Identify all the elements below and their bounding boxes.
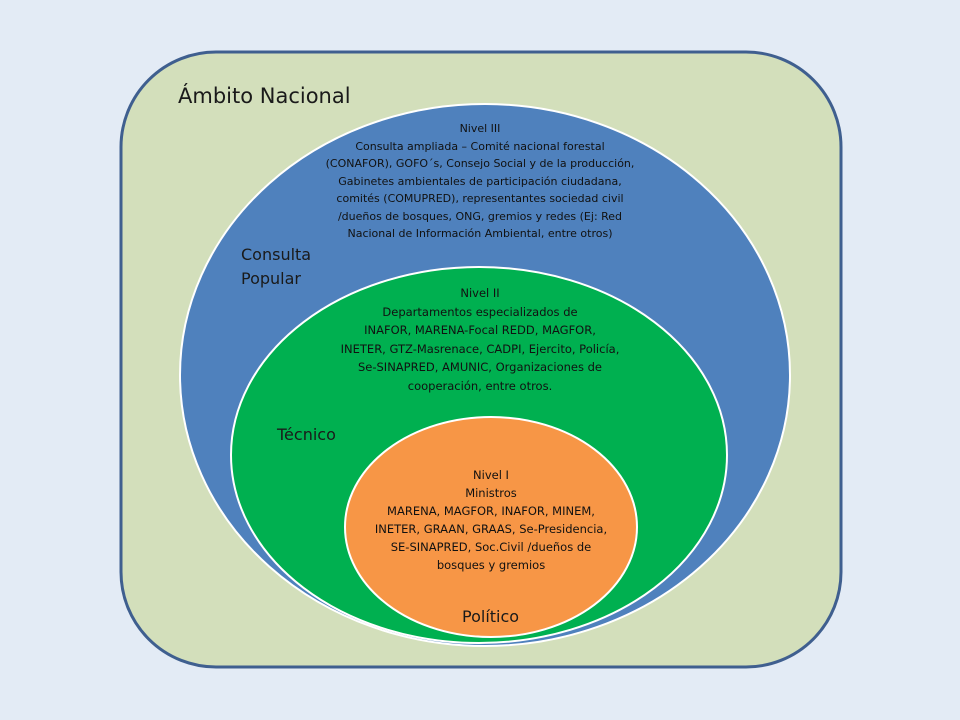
level-1-line: bosques y gremios [436,558,546,572]
level-3-text: Nivel III Consulta ampliada – Comité nac… [280,120,680,243]
popular-consultation-label-line1: Consulta [241,245,312,264]
level-2-text: Nivel II Departamentos especializados de… [300,284,660,395]
national-scope-label: Ámbito Nacional [178,84,351,108]
level-1-text: Nivel I Ministros MARENA, MAGFOR, INAFOR… [341,466,641,574]
level-2-line: INETER, GTZ-Masrenace, CADPI, Ejercito, … [340,341,620,356]
level-1-line: SE-SINAPRED, Soc.Civil /dueños de [390,540,592,554]
level-2-line: Se-SINAPRED, AMUNIC, Organizaciones de [357,360,602,374]
popular-consultation-label-line2: Popular [241,269,301,288]
level-1-line: MARENA, MAGFOR, INAFOR, MINEM, [387,504,595,518]
technical-label: Técnico [277,425,336,444]
level-1-line: Ministros [465,486,517,500]
level-1-ellipse [344,416,638,638]
level-2-line: Departamentos especializados de [382,304,578,319]
level-3-line: Gabinetes ambientales de participación c… [338,174,622,188]
level-2-title: Nivel II [460,286,500,300]
popular-consultation-label: Consulta Popular [241,243,311,291]
level-1-title: Nivel I [473,468,509,482]
level-3-line: comités (COMUPRED), representantes socie… [336,192,624,205]
level-3-line: Consulta ampliada – Comité nacional fore… [355,139,605,153]
level-2-line: cooperación, entre otros. [407,378,553,393]
level-3-line: Nacional de Información Ambiental, entre… [347,227,613,240]
level-3-line: /dueños de bosques, ONG, gremios y redes… [337,209,623,223]
level-3-line: (CONAFOR), GOFO´s, Consejo Social y de l… [325,157,635,170]
level-2-line: INAFOR, MARENA-Focal REDD, MAGFOR, [364,323,596,337]
level-3-title: Nivel III [459,122,501,135]
political-label: Político [462,607,520,626]
level-1-line: INETER, GRAAN, GRAAS, Se-Presidencia, [374,522,608,536]
